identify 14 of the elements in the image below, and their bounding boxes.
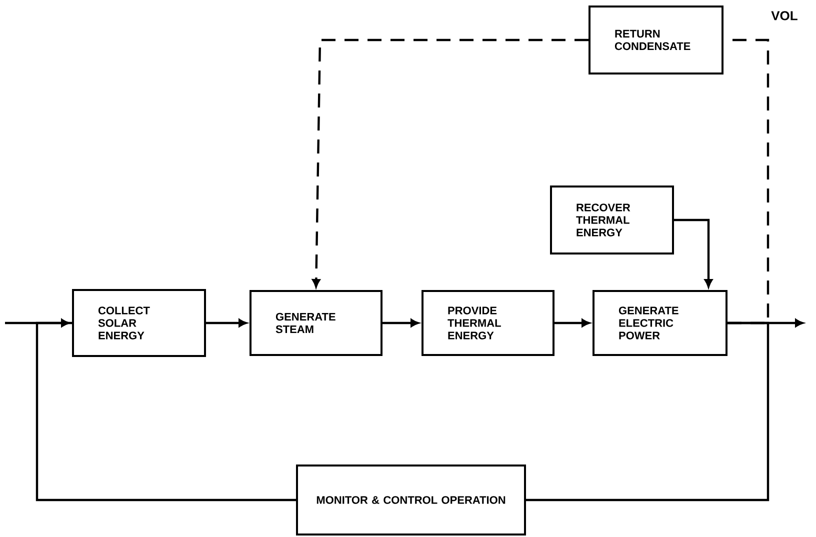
process-box: RECOVER THERMAL ENERGY: [550, 186, 674, 254]
process-box: RETURN CONDENSATE: [588, 6, 724, 74]
arrow: [554, 319, 590, 327]
arrow: [382, 319, 419, 327]
process-box: PROVIDE THERMAL ENERGY: [422, 290, 554, 356]
process-box: GENERATE ELECTRIC POWER: [592, 290, 728, 356]
process-box: GENERATE STEAM: [250, 290, 382, 356]
process-box: MONITOR & CONTROL OPERATION: [296, 464, 526, 536]
corner-label: VOL: [771, 11, 798, 20]
process-box: COLLECT SOLAR ENERGY: [72, 289, 206, 357]
arrow: [674, 218, 712, 288]
arrow: [5, 319, 70, 327]
arrow: [312, 38, 588, 288]
arrow: [206, 319, 247, 327]
